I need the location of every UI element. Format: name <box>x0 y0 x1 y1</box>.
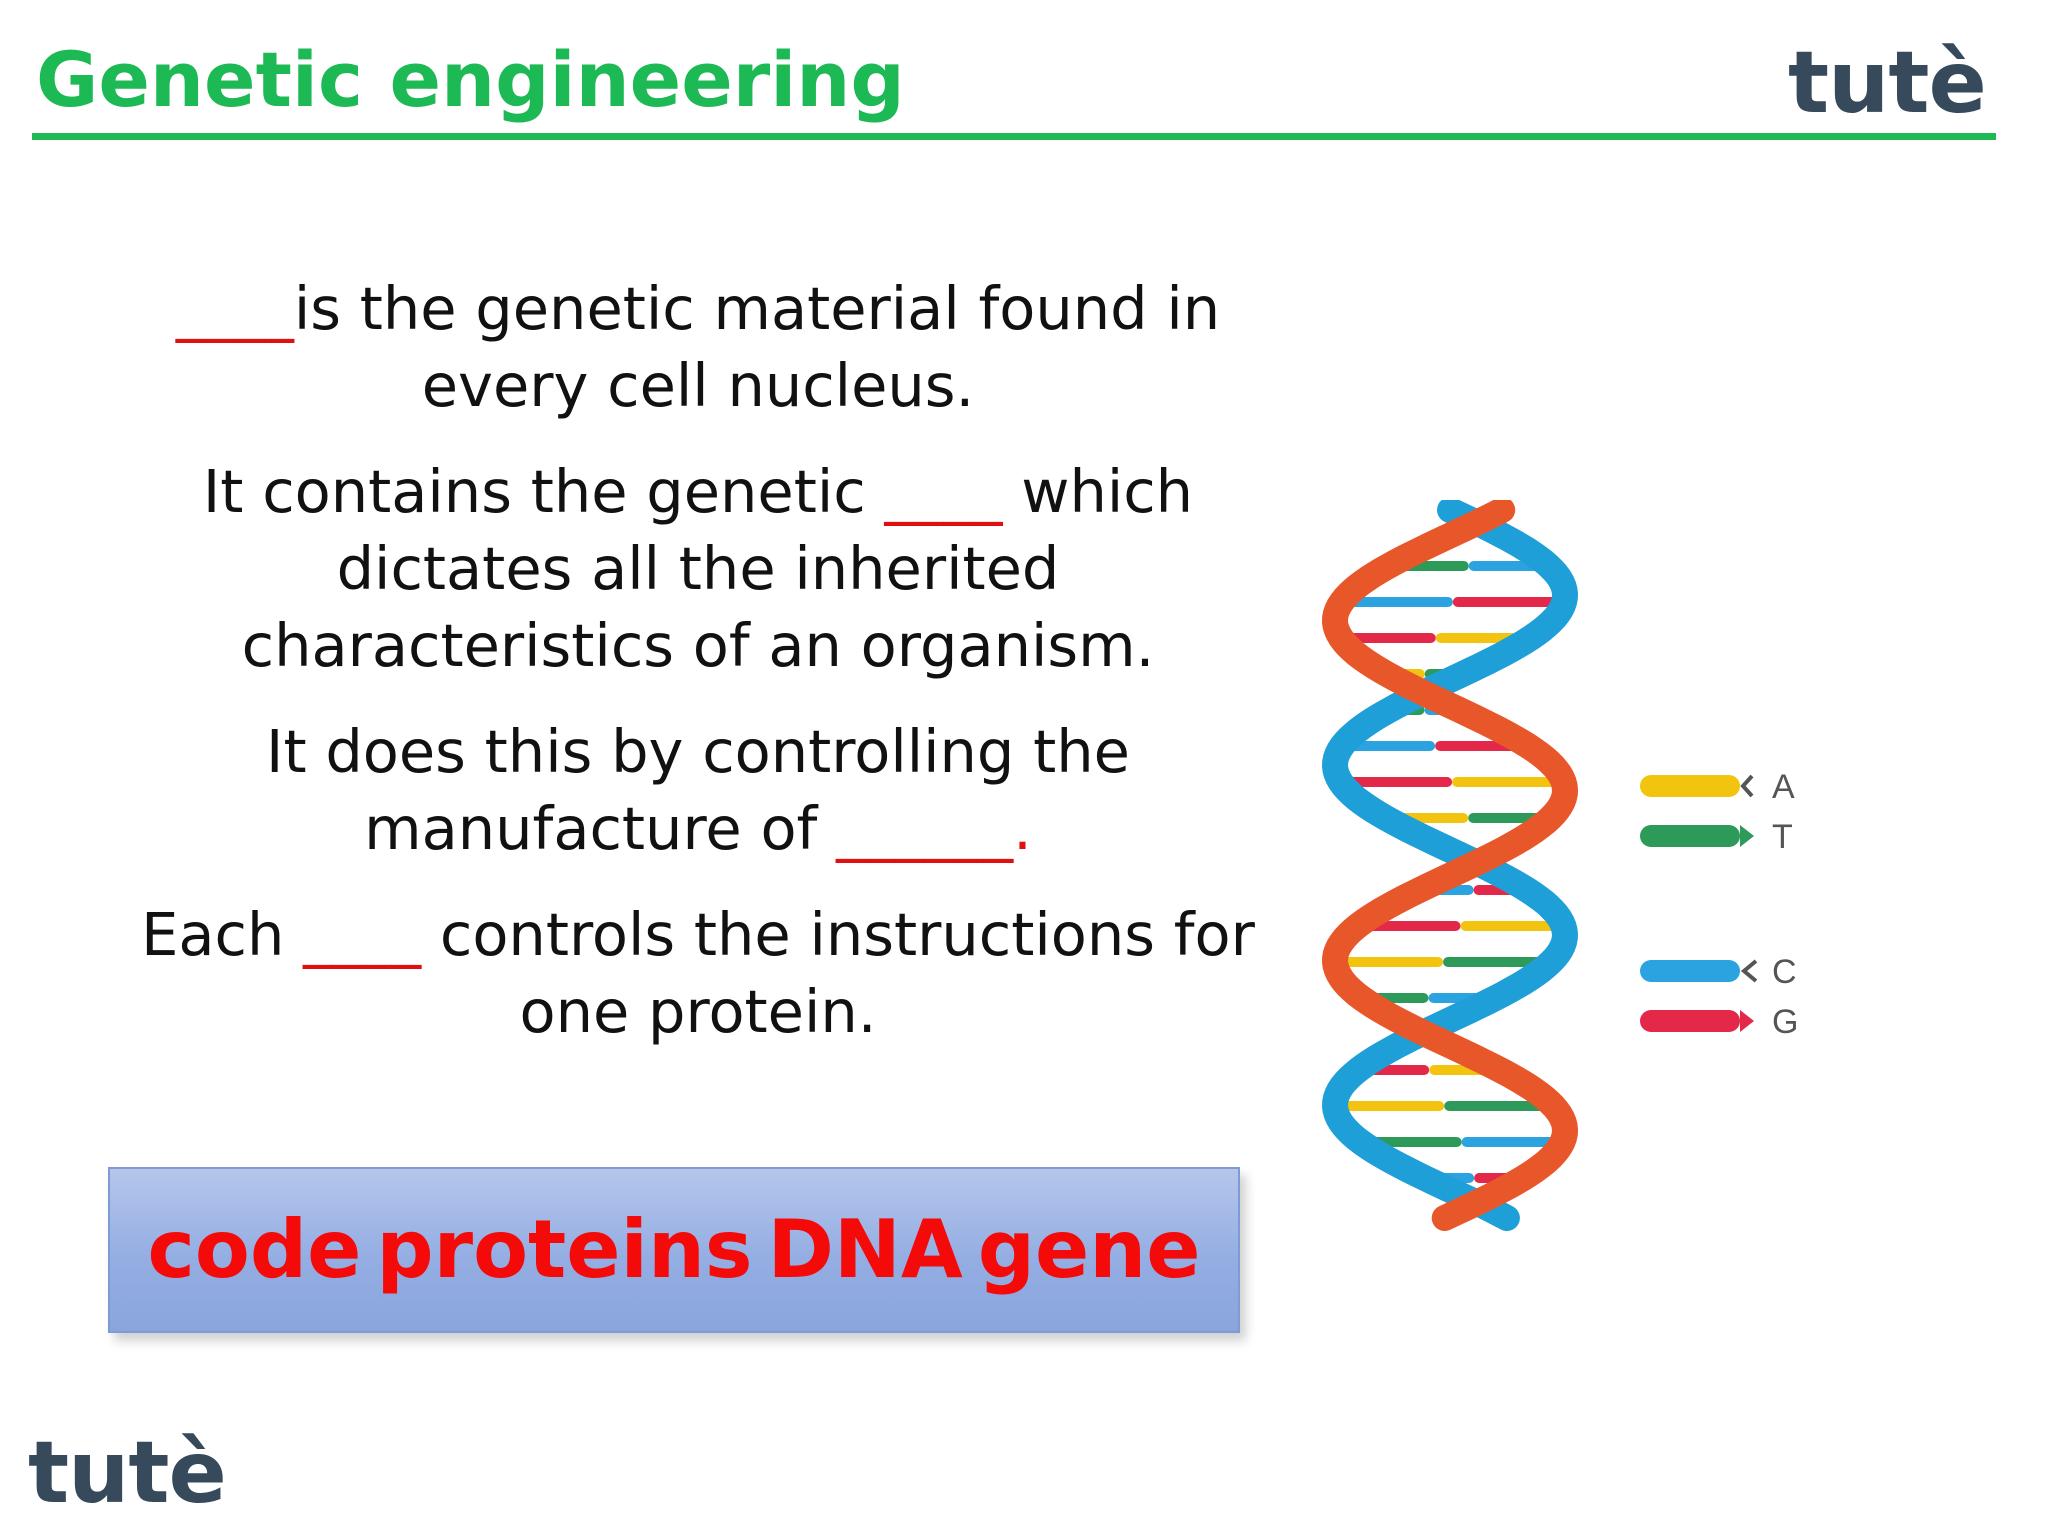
base-pair-segment <box>1452 777 1564 787</box>
base-pair-segment <box>1335 957 1443 967</box>
question-4: Each ____ controls the instructions for … <box>118 896 1278 1050</box>
question-text: It contains the genetic <box>202 457 885 526</box>
legend-guanine: G <box>1640 1003 1798 1041</box>
legend-cytosine: C <box>1640 953 1797 991</box>
question-text: It does this by controlling the manufact… <box>266 717 1130 863</box>
answer-blank: ____ <box>175 274 294 343</box>
question-text: is the genetic material found in every c… <box>293 274 1221 420</box>
legend-thymine: T <box>1640 818 1793 856</box>
notch-icon <box>1740 774 1754 798</box>
answer-blank: ____ <box>303 900 422 969</box>
word-bank-item: DNA <box>767 1203 963 1296</box>
arrow-tip-icon <box>1740 1010 1754 1032</box>
legend-letter: G <box>1772 1003 1798 1041</box>
thymine-bar <box>1640 825 1740 847</box>
base-pair-segment <box>1443 957 1551 967</box>
guanine-bar <box>1640 1010 1740 1032</box>
answer-blank: ____ <box>884 457 1003 526</box>
question-3: It does this by controlling the manufact… <box>118 713 1278 867</box>
base-pair-segment <box>1341 633 1436 643</box>
question-text: which dictates all the inherited charact… <box>241 457 1194 680</box>
legend-letter: A <box>1772 768 1795 806</box>
base-pair-segment <box>1340 777 1453 787</box>
word-bank-item: code <box>147 1203 362 1296</box>
question-text: controls the instructions for one protei… <box>421 900 1255 1046</box>
question-2: It contains the genetic ____ which dicta… <box>118 453 1278 684</box>
base-pair-segment <box>1452 597 1564 607</box>
question-text: Each <box>141 900 304 969</box>
slide-title: Genetic engineering <box>36 35 905 124</box>
tute-logo-bottom: tutè <box>28 1423 227 1523</box>
arrow-tip-icon <box>1740 825 1754 847</box>
word-bank: code proteins DNA gene <box>108 1167 1240 1333</box>
notch-icon <box>1740 959 1758 983</box>
legend-letter: T <box>1772 818 1793 856</box>
base-pair-segment <box>1335 1101 1445 1111</box>
base-pair-segment <box>1341 597 1453 607</box>
legend-letter: C <box>1772 953 1797 991</box>
answer-blank: ______. <box>836 794 1032 863</box>
title-underline <box>32 133 1996 140</box>
word-bank-item: gene <box>977 1203 1201 1296</box>
base-pair-segment <box>1461 1137 1563 1147</box>
dna-strand-orange <box>1321 500 1579 1231</box>
legend-adenine: A <box>1640 768 1795 806</box>
base-pair-segment <box>1342 741 1436 751</box>
base-pair-segment <box>1460 921 1564 931</box>
adenine-bar <box>1640 775 1740 797</box>
dna-helix-illustration: A T C G <box>1321 500 1798 1231</box>
word-bank-item: proteins <box>376 1203 753 1296</box>
fill-in-questions: ____is the genetic material found in eve… <box>118 270 1278 1079</box>
tute-logo-top: tutè <box>1788 33 1987 133</box>
question-1: ____is the genetic material found in eve… <box>118 270 1278 424</box>
base-pair-segment <box>1444 1101 1554 1111</box>
base-legend: A T C G <box>1640 768 1798 1041</box>
cytosine-bar <box>1640 960 1740 982</box>
